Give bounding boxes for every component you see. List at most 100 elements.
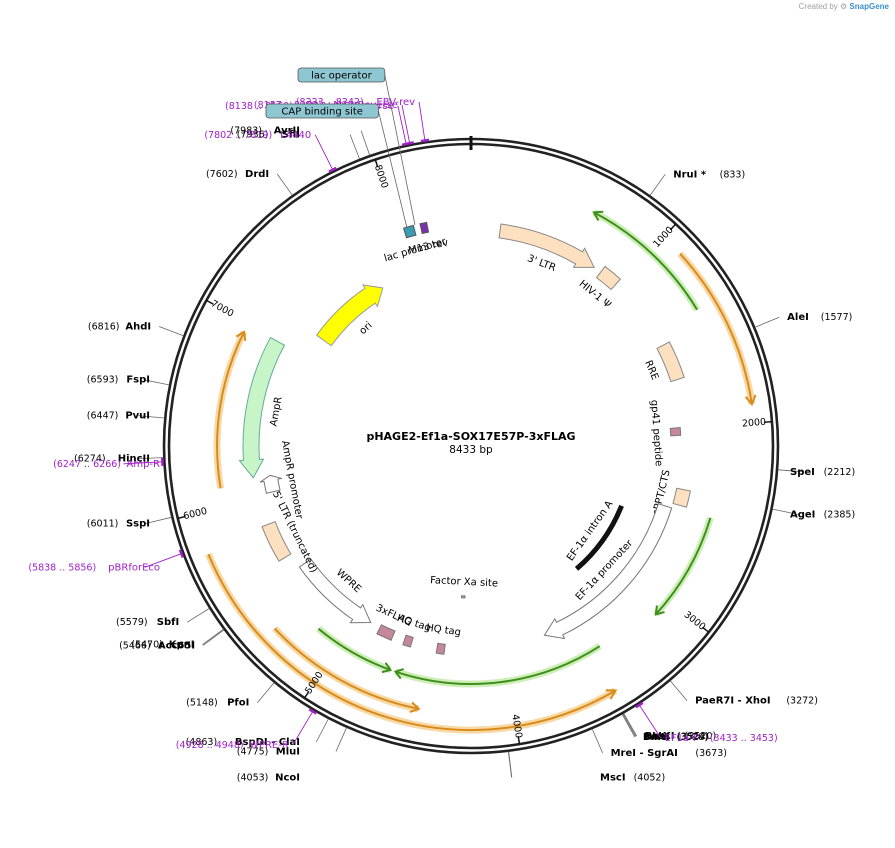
primer-leader	[418, 101, 426, 142]
orf-line	[655, 517, 712, 616]
primer-name: EBV-rev	[376, 97, 415, 108]
site-leader	[138, 415, 165, 419]
primer-wpre-r: WPRE-R (4928 .. 4948)	[176, 708, 317, 751]
site-position: (5470)	[131, 640, 163, 651]
site-name: SfiI	[282, 130, 300, 141]
site-position: (7602)	[206, 169, 238, 180]
primer-binding-mark	[420, 138, 430, 143]
tick-mark	[763, 420, 773, 424]
site-leader	[508, 751, 512, 778]
orf-arrowhead	[393, 668, 404, 680]
primer-range: (8223 .. 8242)	[296, 97, 364, 108]
site-leader	[143, 379, 170, 386]
feature-3-ltr: 3' LTR	[498, 223, 595, 274]
site-name: PaeR7I - XhoI	[695, 696, 771, 707]
primer-leader	[144, 552, 183, 568]
site-name: PvuI	[125, 411, 150, 422]
feature-ori: ori	[315, 284, 384, 347]
site-name: BspDI - ClaI	[235, 737, 300, 748]
primer-name: WPRE-R	[249, 740, 289, 751]
site-leader	[146, 516, 172, 524]
site-position: (3520)	[685, 731, 717, 742]
site-name: BmtI	[643, 732, 670, 743]
site-leader	[623, 713, 638, 737]
credit-brand: SnapGene	[849, 2, 889, 11]
feature-shape	[669, 426, 682, 437]
primer-leader	[123, 461, 164, 465]
site-name: NheI	[644, 732, 670, 743]
orf-arrowhead	[235, 330, 247, 341]
feature-shape	[419, 221, 430, 235]
site-ncoi: NcoI(4053)	[237, 751, 512, 784]
box-feature-label: lac operator	[311, 71, 372, 82]
box-feature-tag	[297, 67, 386, 83]
primer-range: (7802 .. 7819)	[204, 130, 272, 141]
site-leader	[202, 628, 224, 645]
site-leader	[202, 629, 225, 646]
feature-label: gp41 peptide	[648, 399, 664, 466]
primer-amp-r: Amp-R(6247 .. 6266)	[53, 457, 164, 470]
orf-glow	[592, 209, 701, 312]
site-name: DrdI	[245, 169, 269, 180]
site-name: HincII	[118, 454, 150, 465]
site-paer7i-xhoi: PaeR7I - XhoI(3272)	[669, 680, 818, 707]
feature-label: 3' LTR	[526, 253, 558, 274]
site-position: (6816)	[88, 321, 120, 332]
site-position: (4863)	[186, 737, 218, 748]
orf-arrowhead	[409, 701, 421, 713]
feature-shape	[435, 642, 446, 655]
snapgene-credit: Created by ⚙ SnapGene	[799, 2, 889, 11]
site-leader	[360, 130, 371, 156]
feature-shape	[574, 504, 624, 571]
feature-gp41-peptide: gp41 peptide	[648, 399, 682, 467]
site-bmti: BmtI(3528)	[621, 714, 708, 743]
site-name: AleI	[787, 312, 809, 323]
orf-line	[273, 627, 419, 710]
feature-shape	[376, 624, 396, 641]
site-leader	[315, 718, 329, 743]
primer-range: (4928 .. 4948)	[176, 740, 244, 751]
orf-glow	[677, 251, 756, 405]
site-position: (3524)	[677, 732, 709, 743]
feature-ef-1-promoter: EF-1α promoter	[543, 503, 673, 640]
primer-binding-mark	[635, 701, 644, 709]
site-leader	[622, 713, 637, 737]
site-position: (7936)	[237, 130, 269, 141]
orf-arrowhead	[654, 605, 665, 616]
site-position: (4775)	[237, 746, 269, 757]
feature-shape	[402, 224, 417, 239]
feature-label: HQ tag	[425, 622, 461, 638]
tick-label: 2000	[742, 417, 767, 430]
primer-ebv-rev: EBV-rev (8223 .. 8242)	[296, 97, 430, 143]
tick-mark	[517, 736, 521, 745]
feature-hq-tag: HQ tag	[425, 622, 462, 655]
site-sbfi: SbfI(5579)	[116, 608, 210, 628]
site-drdi: DrdI (7602)	[206, 169, 293, 196]
credit-prefix: Created by	[798, 2, 838, 11]
primer-leader	[397, 105, 407, 145]
feature-label: ori	[358, 320, 375, 337]
primer-ef1a-f: EF1a-F(3433 .. 3453)	[635, 701, 778, 744]
primer-binding-mark	[405, 141, 415, 146]
primer-leader	[314, 134, 334, 171]
site-mrei-sgrai: MreI - SgrAI(3673)	[591, 728, 727, 759]
site-position: (4052)	[634, 772, 666, 783]
feature-ampr: AmpR	[238, 336, 286, 479]
site-name: Acc65I	[158, 640, 195, 651]
plasmid-backbone	[162, 136, 780, 755]
site-mlui: MluI (4775)	[237, 727, 347, 757]
site-position: (6274)	[74, 454, 106, 465]
site-name: MluI	[276, 746, 300, 757]
feature-shape	[543, 503, 673, 640]
feature-label: 3xFLAG	[374, 603, 413, 629]
site-nrui: NruI *(833)	[649, 169, 745, 196]
box-feature-tag	[265, 103, 379, 119]
plasmid-name: pHAGE2-Ef1a-SOX17E57P-3xFLAG	[366, 430, 575, 443]
site-bspdi-clai: BspDI - ClaI (4863)	[186, 718, 329, 748]
feature-hiv-1: HIV-1 Ψ	[577, 265, 622, 311]
feature-shape	[298, 558, 372, 624]
site-position: (6011)	[87, 518, 119, 529]
site-name: PfoI	[227, 698, 249, 709]
primer-layer: EF1a-F(3433 .. 3453) WPRE-R (4928 .. 4948)…	[28, 97, 777, 751]
site-nhei: NheI (3524)	[622, 713, 709, 743]
